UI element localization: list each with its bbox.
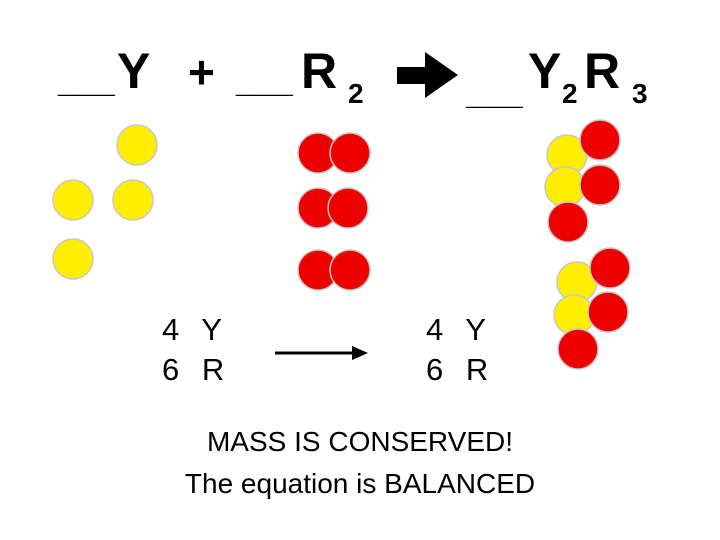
symbol-y-product: Y [528, 43, 561, 99]
reactant-r2-molecules [297, 132, 371, 291]
reactant-y-atoms [52, 124, 158, 280]
atom-r [329, 249, 371, 291]
atom-y [116, 124, 158, 166]
conclusion-line-1: MASS IS CONSERVED! [206, 426, 513, 457]
subscript-r: 2 [348, 78, 364, 109]
product-molecule-2 [553, 247, 631, 370]
atom-r [557, 328, 599, 370]
atom-r [589, 247, 631, 289]
atom-r [327, 187, 369, 229]
product-molecule-1 [544, 119, 621, 243]
count-right-y: 4 Y [426, 312, 493, 347]
symbol-r: R [301, 43, 337, 99]
blank-reactant2: ___ [235, 62, 294, 100]
atom-y [544, 166, 586, 208]
right-arrow-icon [397, 52, 458, 98]
product-atom-count: 4 Y 6 R [426, 310, 495, 390]
count-left-r: 6 R [162, 352, 232, 387]
reactant-atom-count: 4 Y 6 R [162, 310, 231, 390]
symbol-r-product: R [584, 43, 620, 99]
atom-y [52, 238, 94, 280]
atom-r [547, 201, 589, 243]
count-right-r: 6 R [426, 352, 496, 387]
atom-r [579, 119, 621, 161]
blank-reactant1: ___ [57, 62, 116, 100]
subscript-r-product: 3 [632, 78, 648, 109]
atom-y [52, 179, 94, 221]
blank-product: ___ [465, 74, 524, 112]
symbol-y: Y [117, 43, 150, 99]
plus-sign: + [188, 46, 215, 98]
subscript-y-product: 2 [562, 78, 578, 109]
conclusion-line-2: The equation is BALANCED [184, 468, 536, 499]
right-arrow-icon [275, 346, 368, 360]
atom-r [587, 291, 629, 333]
atom-r [329, 132, 371, 174]
atom-r [579, 164, 621, 206]
count-left-y: 4 Y [162, 312, 229, 347]
atom-y [112, 179, 154, 221]
